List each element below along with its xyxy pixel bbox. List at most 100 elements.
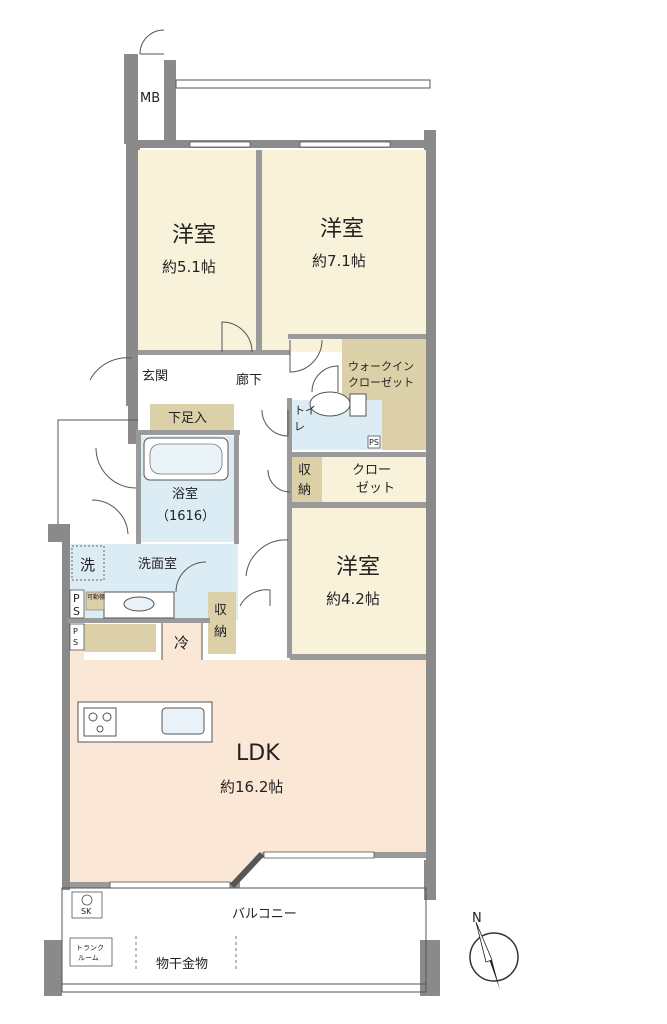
bedroom-7-1-size: 約7.1帖 — [312, 252, 366, 270]
fridge-label: 冷 — [174, 634, 189, 652]
north-label: N — [472, 911, 482, 926]
bedroom-5-1-size: 約5.1帖 — [162, 258, 216, 276]
bath-size: （1616） — [156, 509, 215, 524]
washer-space — [71, 545, 105, 581]
closet-floor — [322, 456, 426, 502]
ldk-diagonal-wall — [229, 851, 265, 889]
wall-right-lower — [424, 860, 436, 900]
utility-storage-floor — [208, 592, 236, 654]
ps2-p: P — [73, 627, 78, 636]
bedroom-4-2-size: 約4.2帖 — [326, 590, 380, 608]
hall-storage-label-2: 納 — [298, 483, 311, 498]
trunk-label-2: ルーム — [78, 954, 99, 962]
wall-left-corner — [48, 524, 70, 542]
walkin-label-2: クローゼット — [348, 376, 414, 389]
bedroom-5-1-floor — [138, 150, 258, 352]
bedroom-4-2-name: 洋室 — [336, 555, 380, 580]
burner-1 — [88, 712, 98, 722]
toilet-label-1: トイ — [294, 404, 316, 417]
wall-right — [426, 140, 436, 860]
wall-mb-left — [124, 54, 138, 144]
ps-box-1 — [69, 589, 85, 619]
movable-shelf-label: 可動棚 — [87, 593, 105, 601]
mb-label: MB — [140, 91, 160, 106]
ps1-s: S — [73, 605, 80, 618]
ldk-name: LDK — [236, 741, 280, 766]
partition-hall-right — [287, 398, 292, 658]
bedroom-7-1-floor — [262, 150, 426, 336]
top-balcony-rail — [175, 79, 431, 89]
burner-2 — [102, 712, 112, 722]
partition-4-2-bottom — [290, 654, 426, 660]
hallway-label: 廊下 — [236, 372, 262, 388]
top-window-right — [299, 141, 391, 148]
trunk-label-1: トランク — [76, 944, 104, 952]
utility-storage-label-1: 収 — [214, 603, 227, 618]
door-storage — [267, 469, 291, 493]
ps-box-2 — [69, 623, 85, 651]
bedroom-4-2-floor — [290, 508, 426, 656]
trunk-room-box — [69, 937, 113, 967]
partition-bath-right — [234, 432, 239, 544]
sk-drain — [81, 894, 93, 906]
balcony-outline — [61, 887, 427, 993]
shoe-storage-floor — [150, 404, 234, 430]
outer-corridor-outline — [57, 419, 138, 524]
door-entrance — [89, 357, 133, 381]
wall-mb-right — [164, 60, 176, 144]
toilet-tank — [349, 393, 367, 417]
shoe-storage-label: 下足入 — [168, 411, 207, 426]
partition-bedroom-bottom — [138, 350, 290, 355]
bath-name: 浴室 — [172, 486, 198, 502]
sk-label: SK — [81, 907, 92, 916]
washbasin — [123, 596, 155, 612]
walkin-label-1: ウォークイン — [348, 360, 414, 373]
utility-storage-label-2: 納 — [214, 625, 227, 640]
stove — [83, 707, 117, 737]
toilet-ps-label: PS — [369, 438, 379, 447]
closet-label-2: ゼット — [356, 481, 395, 496]
compass-circle — [469, 932, 519, 982]
door-wash-ldk — [175, 561, 207, 593]
toilet-ps — [367, 435, 381, 449]
compass-arrow-tail — [475, 921, 493, 963]
door-bath — [95, 447, 137, 489]
wall-left-upper — [126, 140, 138, 406]
partition-toilet-bottom — [290, 452, 426, 457]
movable-shelf — [85, 591, 105, 611]
door-toilet — [261, 409, 289, 437]
toilet-label-2: レ — [294, 420, 305, 433]
fridge-space — [161, 621, 203, 663]
entrance-label: 玄関 — [142, 369, 168, 384]
kitchen-sink — [161, 707, 205, 735]
partition-7-bottom — [288, 334, 426, 339]
door-bedroom-4-2 — [245, 539, 289, 577]
door-bedroom-5-1 — [221, 321, 253, 353]
partition-5-7 — [256, 150, 262, 350]
burner-3 — [96, 725, 104, 733]
wall-top — [138, 140, 428, 148]
ps1-p: P — [73, 592, 80, 605]
washroom-label: 洗面室 — [138, 556, 177, 572]
door-wash — [91, 499, 129, 535]
wall-right-bottom — [420, 940, 440, 996]
ldk-window-right — [263, 851, 375, 859]
bedroom-5-1-name: 洋室 — [172, 223, 216, 248]
door-mb — [139, 29, 165, 55]
bathtub-inner — [149, 443, 223, 475]
wall-left-bottom — [44, 940, 62, 996]
partition-closet-bottom — [290, 502, 426, 508]
door-ldk — [239, 589, 271, 607]
door-bedroom-7-1 — [289, 339, 323, 373]
ldk-window-left — [109, 881, 231, 889]
bedroom-7-1-name: 洋室 — [320, 217, 364, 242]
clothes-pole-label: 物干金物 — [156, 956, 208, 972]
partition-bath-left — [136, 432, 141, 544]
kitchen-shelf — [84, 624, 156, 652]
balcony-label: バルコニー — [232, 907, 297, 922]
door-walkin — [311, 365, 339, 393]
ps2-s: S — [73, 638, 78, 647]
partition-wash-bottom — [68, 618, 210, 623]
hall-storage-floor — [292, 456, 322, 502]
